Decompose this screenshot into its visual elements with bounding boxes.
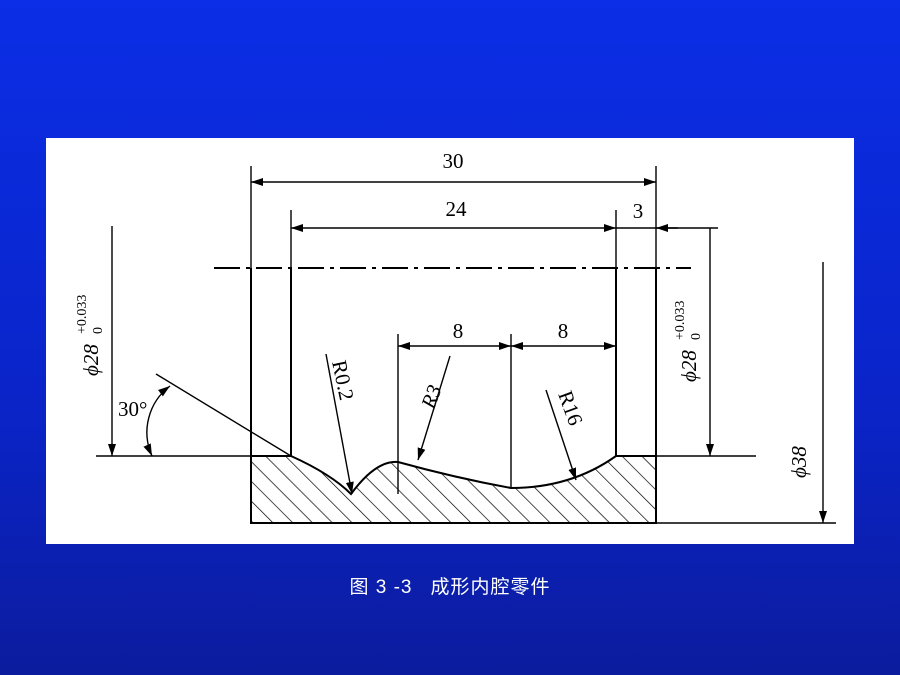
dim-label-3: 3 <box>633 199 644 223</box>
dim-label-8-left: 8 <box>453 319 464 343</box>
dim-label-24: 24 <box>446 197 468 221</box>
drawing-panel: 30 24 3 8 8 ϕ28 +0.033 0 ϕ28 +0.033 0 <box>46 138 854 544</box>
dim-label-phi28-right: ϕ28 +0.033 0 <box>673 301 704 382</box>
svg-text:R0.2: R0.2 <box>327 358 359 402</box>
figure-number: 图 3 -3 <box>349 577 413 598</box>
leader-r3 <box>417 355 451 461</box>
svg-text:0: 0 <box>689 333 704 340</box>
label-r16: R16 <box>553 388 588 429</box>
label-r02: R0.2 <box>327 358 359 402</box>
svg-text:0: 0 <box>91 327 106 334</box>
dim-label-phi28-left: ϕ28 +0.033 0 <box>75 295 106 376</box>
technical-drawing: 30 24 3 8 8 ϕ28 +0.033 0 ϕ28 +0.033 0 <box>75 149 836 524</box>
angle-arc <box>143 385 171 457</box>
svg-text:R3: R3 <box>416 382 447 413</box>
leader-r02 <box>325 353 354 495</box>
svg-text:ϕ28: ϕ28 <box>677 350 701 382</box>
hatched-section <box>250 455 657 524</box>
leader-r16 <box>545 389 577 481</box>
figure-title: 成形内腔零件 <box>430 576 551 598</box>
angle-label: 30° <box>118 397 147 421</box>
dim-label-phi38: ϕ38 <box>787 446 811 478</box>
figure-caption: 图 3 -3 成形内腔零件 <box>0 572 900 599</box>
dim-label-8-right: 8 <box>558 319 569 343</box>
dim-label-30: 30 <box>443 149 464 173</box>
chamfer-line <box>155 373 292 457</box>
svg-text:R16: R16 <box>553 388 588 429</box>
label-r3: R3 <box>416 382 447 413</box>
svg-text:ϕ38: ϕ38 <box>787 446 811 478</box>
svg-text:+0.033: +0.033 <box>673 301 688 340</box>
svg-text:+0.033: +0.033 <box>75 295 90 334</box>
svg-text:ϕ28: ϕ28 <box>79 344 103 376</box>
